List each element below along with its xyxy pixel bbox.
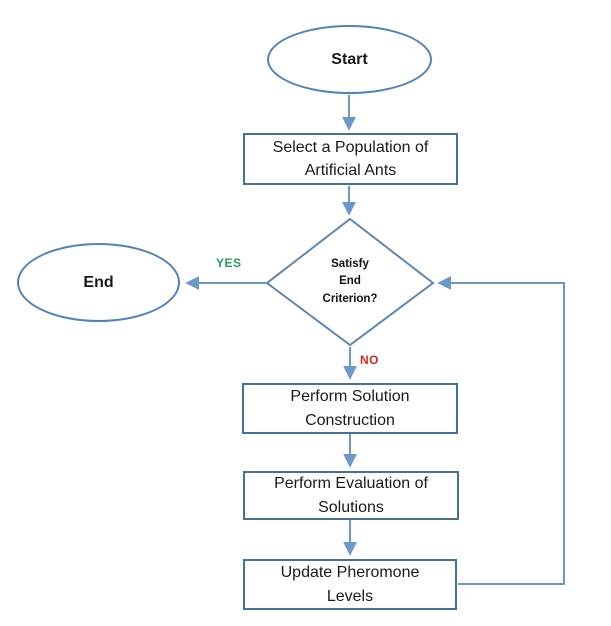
- decision-diamond-shape: [265, 217, 435, 347]
- node-start: Start: [267, 25, 432, 94]
- node-select-population-label: Select a Population of Artificial Ants: [272, 138, 429, 179]
- node-end: End: [17, 243, 180, 322]
- node-evaluation: Perform Evaluation of Solutions: [243, 471, 459, 520]
- node-evaluation-label: Perform Evaluation of Solutions: [274, 475, 428, 516]
- node-update-pheromone-label: Update Pheromone Levels: [280, 564, 420, 605]
- node-solution-construction-label: Perform Solution Construction: [290, 388, 410, 429]
- node-select-population: Select a Population of Artificial Ants: [243, 133, 458, 185]
- node-solution-construction: Perform Solution Construction: [242, 383, 458, 434]
- edge-label-yes: YES: [216, 256, 242, 270]
- node-decision-label: Satisfy End Criterion?: [322, 258, 378, 305]
- node-start-label: Start: [331, 50, 368, 68]
- node-end-label: End: [83, 273, 114, 291]
- edge-label-no: NO: [360, 353, 379, 367]
- node-update-pheromone: Update Pheromone Levels: [243, 559, 457, 610]
- edge-update-to-decision: [437, 276, 565, 585]
